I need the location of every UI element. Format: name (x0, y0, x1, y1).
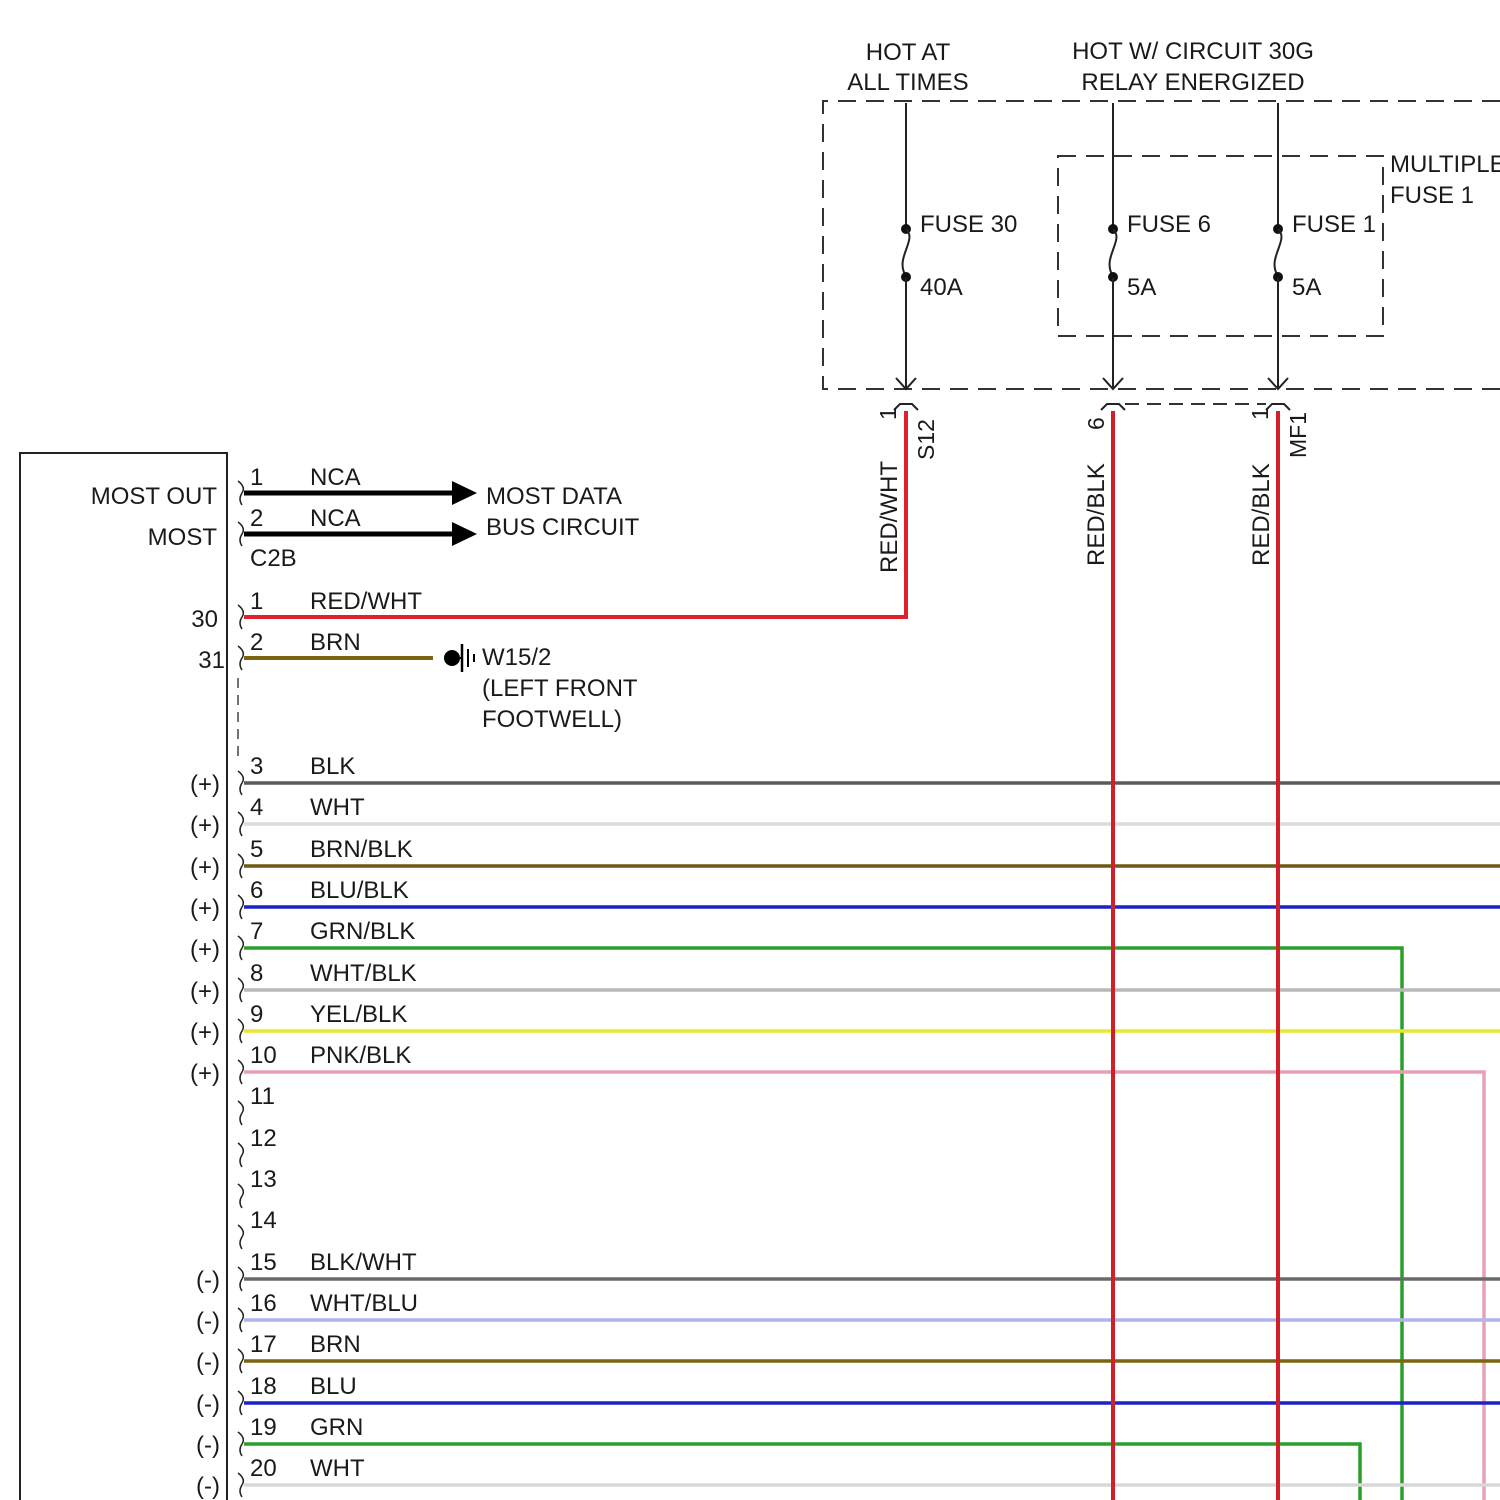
multiple-fuse-label-line2: FUSE 1 (1390, 182, 1474, 209)
speaker-wire-pin: 11 (250, 1083, 275, 1110)
speaker-wire-label: WHT (310, 794, 365, 821)
speaker-wire-label: WHT/BLU (310, 1290, 418, 1317)
speaker-wire-polarity: (-) (196, 1473, 220, 1500)
fuse-30-rating: 40A (920, 274, 963, 301)
hot-at-all-times-line1: HOT AT (866, 39, 951, 66)
hot-relay-line1: HOT W/ CIRCUIT 30G (1072, 38, 1314, 65)
speaker-wire-label: BLU (310, 1373, 357, 1400)
speaker-wire-pin: 12 (250, 1125, 277, 1152)
speaker-wire-label: BRN (310, 1331, 361, 1358)
vertical-wire-color-2: RED/BLK (1083, 463, 1110, 566)
speaker-wire-polarity: (+) (190, 895, 220, 922)
speaker-wire-pin: 10 (250, 1042, 277, 1069)
mf1-connector-label: MF1 (1285, 412, 1311, 458)
speaker-wire-pin: 5 (250, 836, 263, 863)
most-label: MOST (148, 524, 218, 551)
pin-6-label: 6 (1083, 417, 1109, 430)
speaker-wire-pin: 14 (250, 1207, 277, 1234)
speaker-wire-polarity: (-) (196, 1267, 220, 1294)
pin-30-label: 30 (191, 606, 218, 633)
most-wire-1-label: NCA (310, 464, 361, 491)
multiple-fuse-label-line1: MULTIPLE (1390, 151, 1500, 178)
fuse-30-name: FUSE 30 (920, 211, 1017, 238)
speaker-wire-pin: 20 (250, 1455, 277, 1482)
speaker-wire-polarity: (-) (196, 1432, 220, 1459)
mf1-pin-label: 1 (1247, 407, 1273, 420)
most-bus-label-line1: MOST DATA (486, 483, 622, 510)
speaker-wire-polarity: (+) (190, 1060, 220, 1087)
speaker-wire-pin: 16 (250, 1290, 277, 1317)
fuse-6-name: FUSE 6 (1127, 211, 1211, 238)
speaker-wire-label: BLU/BLK (310, 877, 409, 904)
power-wire-2-pin: 2 (250, 629, 263, 656)
speaker-wire-polarity: (+) (190, 812, 220, 839)
power-wire-1-pin: 1 (250, 588, 263, 615)
ground-id: W15/2 (482, 644, 551, 671)
most-out-label: MOST OUT (91, 483, 218, 510)
most-bus-label-line2: BUS CIRCUIT (486, 514, 640, 541)
most-wire-1-pin: 1 (250, 464, 263, 491)
most-wire-2-label: NCA (310, 505, 361, 532)
speaker-wire-polarity: (+) (190, 936, 220, 963)
speaker-wire-pin: 13 (250, 1166, 277, 1193)
speaker-wire-polarity: (+) (190, 1019, 220, 1046)
s12-pin-label: 1 (875, 407, 901, 420)
ground-location-line2: FOOTWELL) (482, 706, 622, 733)
speaker-wire-label: GRN (310, 1414, 363, 1441)
pin-31-label: 31 (198, 647, 225, 674)
most-wire-2-pin: 2 (250, 505, 263, 532)
speaker-wire-label: WHT/BLK (310, 960, 417, 987)
speaker-wire-label: PNK/BLK (310, 1042, 411, 1069)
speaker-wire-label: BRN/BLK (310, 836, 413, 863)
speaker-wire-label: YEL/BLK (310, 1001, 407, 1028)
speaker-wire-polarity: (+) (190, 854, 220, 881)
power-wire-2-label: BRN (310, 629, 361, 656)
ground-location-line1: (LEFT FRONT (482, 675, 638, 702)
speaker-wire-label: BLK/WHT (310, 1249, 417, 1276)
speaker-wire-pin: 7 (250, 918, 263, 945)
s12-connector-label: S12 (913, 419, 939, 460)
fuse-1-rating: 5A (1292, 274, 1321, 301)
speaker-wire-polarity: (+) (190, 771, 220, 798)
speaker-wire-polarity: (-) (196, 1308, 220, 1335)
hot-at-all-times-line2: ALL TIMES (847, 69, 968, 96)
speaker-wire-pin: 8 (250, 960, 263, 987)
speaker-wire-label: WHT (310, 1455, 365, 1482)
vertical-wire-color-1: RED/WHT (876, 461, 903, 573)
hot-relay-line2: RELAY ENERGIZED (1081, 69, 1304, 96)
speaker-wire-label: GRN/BLK (310, 918, 415, 945)
vertical-wire-color-3: RED/BLK (1248, 463, 1275, 566)
fuse-6-rating: 5A (1127, 274, 1156, 301)
connector-c2b-label: C2B (250, 545, 297, 572)
speaker-wire-polarity: (-) (196, 1391, 220, 1418)
speaker-wire-pin: 19 (250, 1414, 277, 1441)
speaker-wire-polarity: (-) (196, 1349, 220, 1376)
speaker-wire-pin: 3 (250, 753, 263, 780)
power-wire-1-label: RED/WHT (310, 588, 422, 615)
speaker-wire-pin: 17 (250, 1331, 277, 1358)
fuse-1-name: FUSE 1 (1292, 211, 1376, 238)
speaker-wire-pin: 18 (250, 1373, 277, 1400)
speaker-wire-pin: 15 (250, 1249, 277, 1276)
speaker-wire-pin: 4 (250, 794, 263, 821)
speaker-wire-polarity: (+) (190, 978, 220, 1005)
speaker-wire-pin: 6 (250, 877, 263, 904)
speaker-wire-pin: 9 (250, 1001, 263, 1028)
speaker-wire-label: BLK (310, 753, 355, 780)
